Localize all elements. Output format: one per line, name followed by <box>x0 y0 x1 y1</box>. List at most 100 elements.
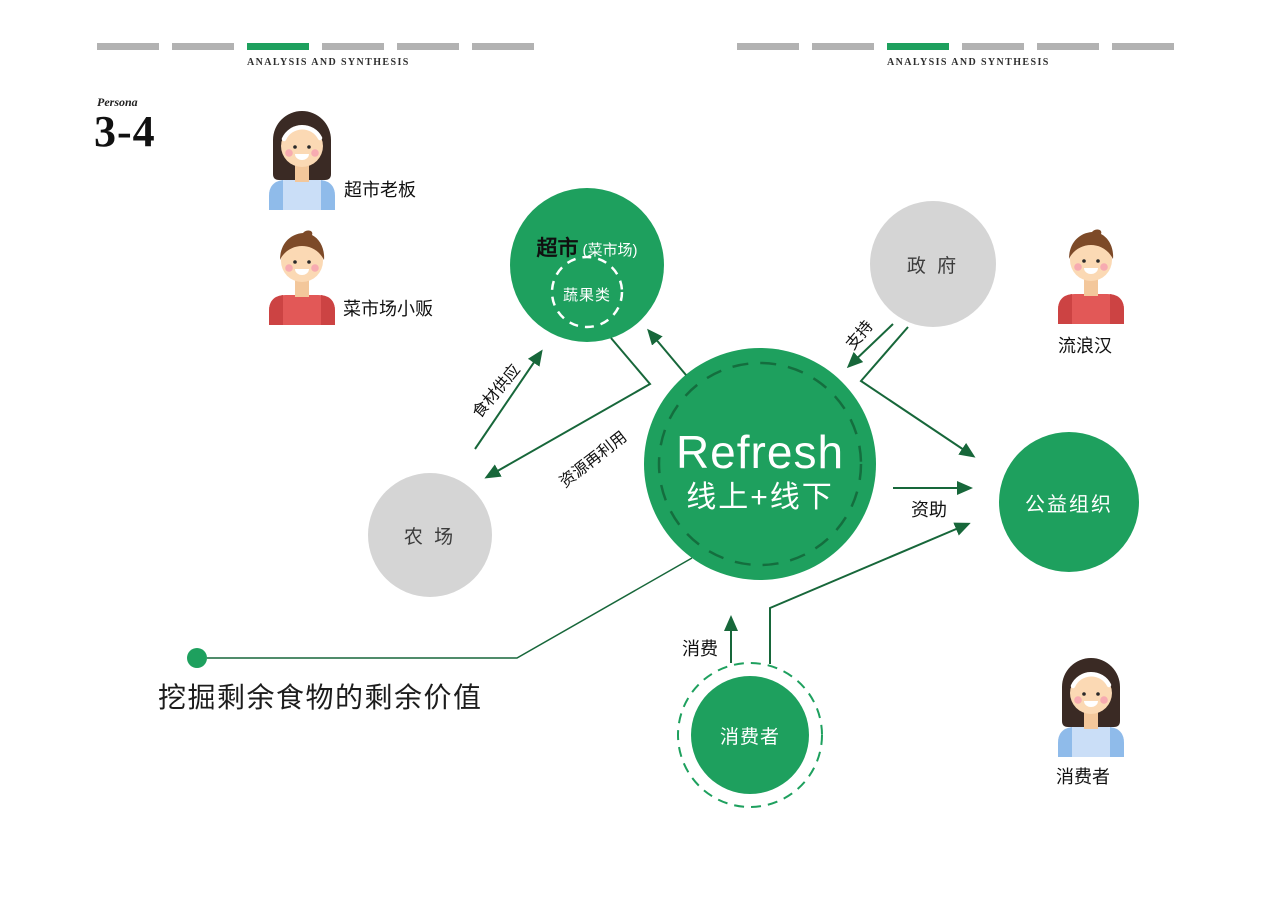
face <box>281 240 323 282</box>
avatar-consumer <box>1048 651 1134 757</box>
avatar-label: 超市老板 <box>344 180 416 200</box>
supermarket-name: 超市 <box>536 237 579 260</box>
shirt <box>1058 727 1124 757</box>
tagline-callout-dot <box>187 648 207 668</box>
shirt <box>1058 294 1124 324</box>
avatar-supermarket-owner <box>259 104 345 210</box>
avatar-girl-icon <box>1058 658 1124 757</box>
refresh-title: Refresh <box>675 426 845 478</box>
edge-label-funding: 资助 <box>911 500 947 520</box>
sleeve-left <box>1058 294 1072 324</box>
smile <box>1084 268 1098 274</box>
shirt <box>269 295 335 325</box>
edge-label-support: 支持 <box>843 317 877 354</box>
smile <box>1084 701 1098 707</box>
consumer-node-label: 消费者 <box>719 726 780 748</box>
avatar-boy-icon <box>269 230 335 325</box>
supermarket-inner-label: 蔬果类 <box>562 287 611 304</box>
edge-label-food-supply: 食材供应 <box>469 361 524 422</box>
shirt <box>269 180 335 210</box>
blush-left <box>1074 696 1082 704</box>
header-right: ANALYSIS AND SYNTHESIS <box>737 43 1177 68</box>
bar-segment <box>97 43 159 50</box>
avatar-homeless <box>1048 218 1134 324</box>
edge-label-resource-reuse: 资源再利用 <box>556 428 631 492</box>
sleeve-right <box>321 180 335 210</box>
eye-left <box>293 145 297 149</box>
persona-label: Persona <box>97 95 138 109</box>
blush-right <box>311 264 319 272</box>
progress-bars <box>737 43 1177 50</box>
edge-label-consume: 消费 <box>682 639 718 659</box>
bar-segment-active <box>887 43 949 50</box>
headband <box>1070 671 1112 689</box>
charity-label: 公益组织 <box>1025 493 1113 516</box>
bar-segment <box>812 43 874 50</box>
bar-segment <box>172 43 234 50</box>
sleeve-right <box>1110 294 1124 324</box>
eye-left <box>1082 259 1086 263</box>
bar-segment <box>472 43 534 50</box>
blush-left <box>1074 263 1082 271</box>
bar-segment <box>962 43 1024 50</box>
arrow-refresh-to-supermarket <box>647 328 687 376</box>
bar-segment <box>1112 43 1174 50</box>
arrow-government-to-charity <box>859 326 976 458</box>
sleeve-left <box>269 295 283 325</box>
sleeve-left <box>1058 727 1072 757</box>
tagline: 挖掘剩余食物的剩余价值 <box>158 682 483 713</box>
headband <box>281 124 323 142</box>
blush-right <box>1100 696 1108 704</box>
blush-left <box>285 264 293 272</box>
progress-bars <box>97 43 537 50</box>
eye-left <box>1082 692 1086 696</box>
avatar-market-vendor <box>259 219 345 325</box>
refresh-subtitle: 线上+线下 <box>686 481 834 514</box>
bar-segment <box>1037 43 1099 50</box>
node-charity: 公益组织 <box>999 432 1139 572</box>
sleeve-right <box>1110 727 1124 757</box>
neck <box>295 162 309 182</box>
page-number: 3-4 <box>94 107 156 156</box>
avatar-label: 流浪汉 <box>1058 336 1112 356</box>
smile <box>295 269 309 275</box>
hair <box>1069 229 1114 259</box>
avatar-label: 菜市场小贩 <box>343 299 433 319</box>
smile <box>295 154 309 160</box>
section-title: ANALYSIS AND SYNTHESIS <box>887 57 1050 68</box>
bar-segment <box>397 43 459 50</box>
supermarket-title: 超市(菜市场) <box>510 232 664 262</box>
node-consumer: 消费者 <box>691 676 809 794</box>
face <box>1070 672 1112 714</box>
avatar-label: 消费者 <box>1056 767 1110 787</box>
neck <box>295 277 309 297</box>
face <box>1070 239 1112 281</box>
node-government: 政 府 <box>870 201 996 327</box>
eye-right <box>1096 259 1100 263</box>
sleeve-left <box>269 180 283 210</box>
bar-segment-active <box>247 43 309 50</box>
eye-right <box>1096 692 1100 696</box>
eye-right <box>307 260 311 264</box>
blush-right <box>1100 263 1108 271</box>
section-title: ANALYSIS AND SYNTHESIS <box>247 57 410 68</box>
government-label: 政 府 <box>906 255 960 277</box>
bar-segment <box>737 43 799 50</box>
farm-label: 农 场 <box>403 526 457 548</box>
neck <box>1084 709 1098 729</box>
face <box>281 125 323 167</box>
sleeve-right <box>321 295 335 325</box>
eye-right <box>307 145 311 149</box>
node-refresh: Refresh 线上+线下 <box>644 348 876 580</box>
header-left: ANALYSIS AND SYNTHESIS <box>97 43 537 68</box>
node-supermarket: 超市(菜市场) 蔬果类 <box>510 188 664 342</box>
node-farm: 农 场 <box>368 473 492 597</box>
avatar-girl-icon <box>269 111 335 210</box>
blush-right <box>311 149 319 157</box>
avatar-boy-icon <box>1058 229 1124 324</box>
hair <box>280 230 325 260</box>
blush-left <box>285 149 293 157</box>
bar-segment <box>322 43 384 50</box>
eye-left <box>293 260 297 264</box>
supermarket-subtitle: (菜市场) <box>582 242 638 259</box>
